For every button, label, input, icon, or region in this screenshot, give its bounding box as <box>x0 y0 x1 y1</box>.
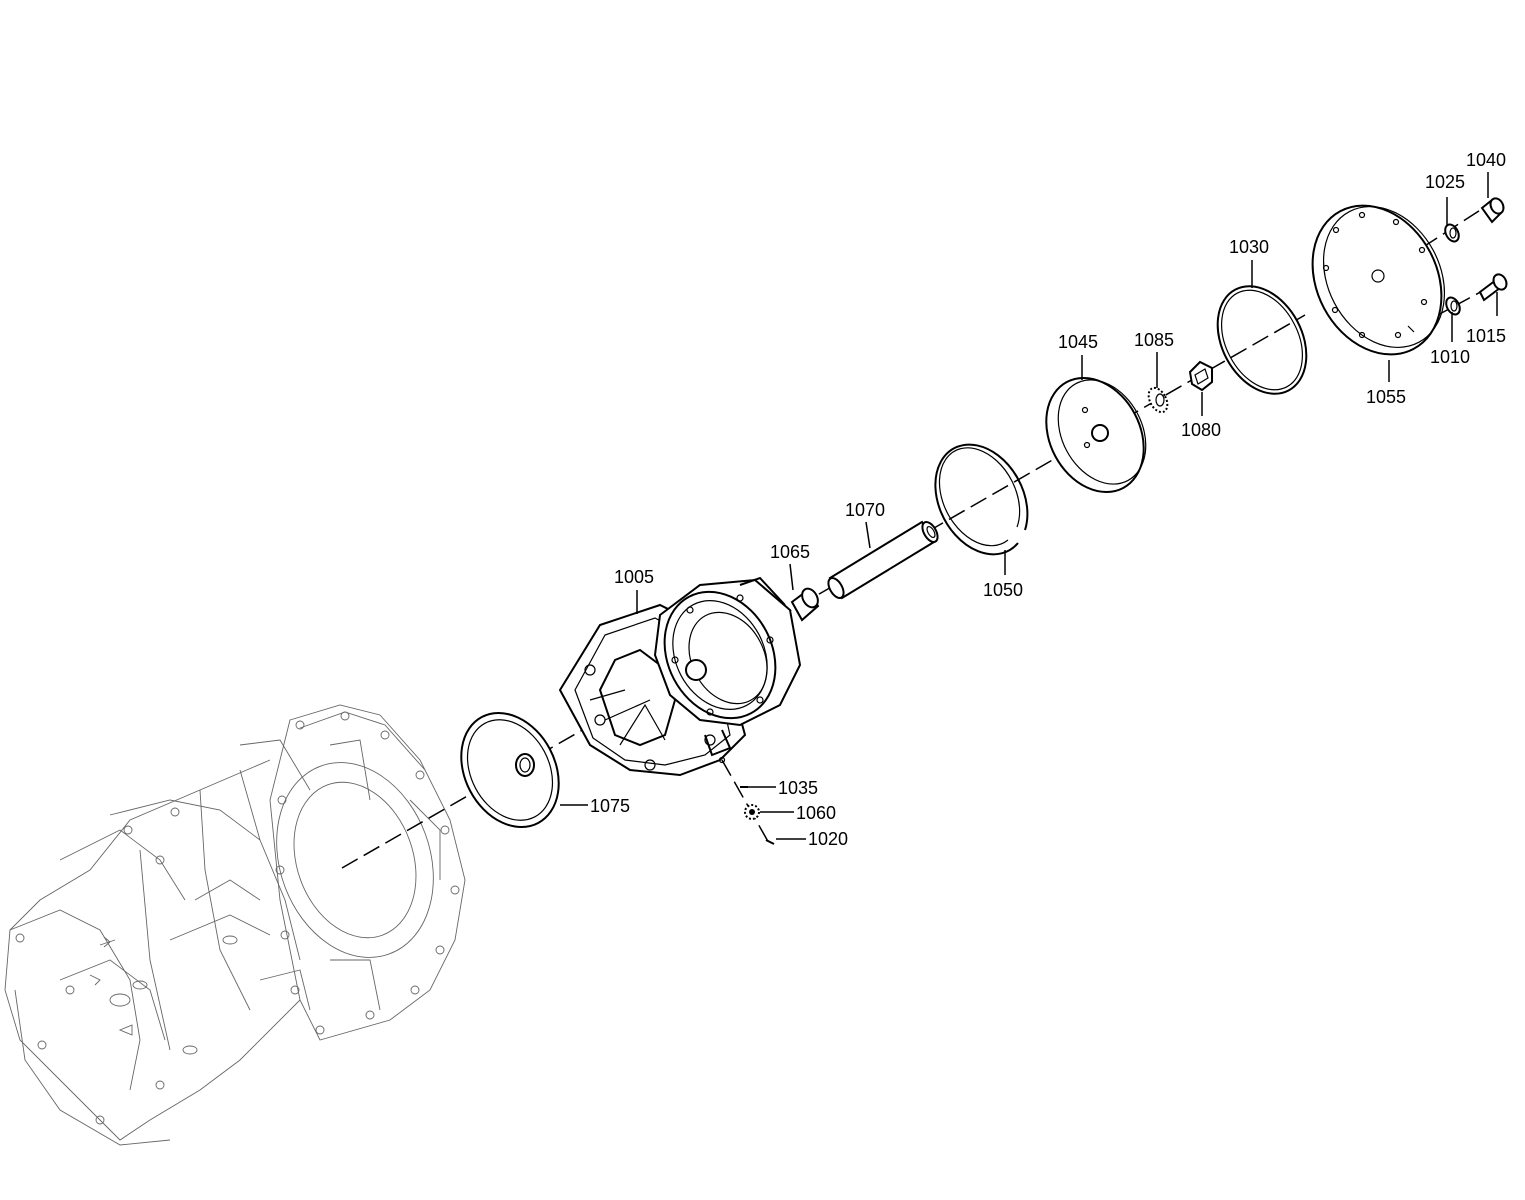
part-1050-snap-ring <box>934 443 1029 556</box>
callout-1065: 1065 <box>770 542 810 562</box>
part-1020-pin <box>765 839 775 845</box>
callout-1030: 1030 <box>1229 237 1269 257</box>
callout-1075: 1075 <box>590 796 630 816</box>
callout-1010: 1010 <box>1430 347 1470 367</box>
callout-1080: 1080 <box>1181 420 1221 440</box>
part-1060-breather <box>744 804 760 820</box>
part-1065-bushing <box>790 587 820 622</box>
callout-1045: 1045 <box>1058 332 1098 352</box>
callout-1020: 1020 <box>808 829 848 849</box>
part-1005-housing <box>558 576 802 777</box>
part-1070-shaft <box>827 520 939 600</box>
part-1045-plate <box>1045 376 1147 494</box>
part-1040-screw-plug <box>1480 197 1505 224</box>
part-1085-lock-washer <box>1147 386 1169 414</box>
callout-1015: 1015 <box>1466 326 1506 346</box>
transmission-housing <box>4 704 466 1146</box>
callout-1070: 1070 <box>845 500 885 520</box>
part-1075-cover-disc <box>460 711 560 829</box>
part-1025-sealing-ring <box>1444 223 1460 243</box>
callout-labels: 1005 1065 1070 1050 1045 1085 1080 1030 … <box>590 150 1506 849</box>
callout-1005: 1005 <box>614 567 654 587</box>
callout-1060: 1060 <box>796 803 836 823</box>
leader-lines <box>560 172 1498 840</box>
callout-1050: 1050 <box>983 580 1023 600</box>
callout-1035: 1035 <box>778 778 818 798</box>
part-1030-o-ring <box>1216 285 1308 395</box>
part-1080-nut <box>1188 360 1213 392</box>
callout-1085: 1085 <box>1134 330 1174 350</box>
part-1010-sealing-ring <box>1445 296 1461 316</box>
callout-1040: 1040 <box>1466 150 1506 170</box>
callout-1025: 1025 <box>1425 172 1465 192</box>
part-1015-screw <box>1478 273 1508 302</box>
callout-1055: 1055 <box>1366 387 1406 407</box>
part-1055-cover <box>1311 204 1446 356</box>
